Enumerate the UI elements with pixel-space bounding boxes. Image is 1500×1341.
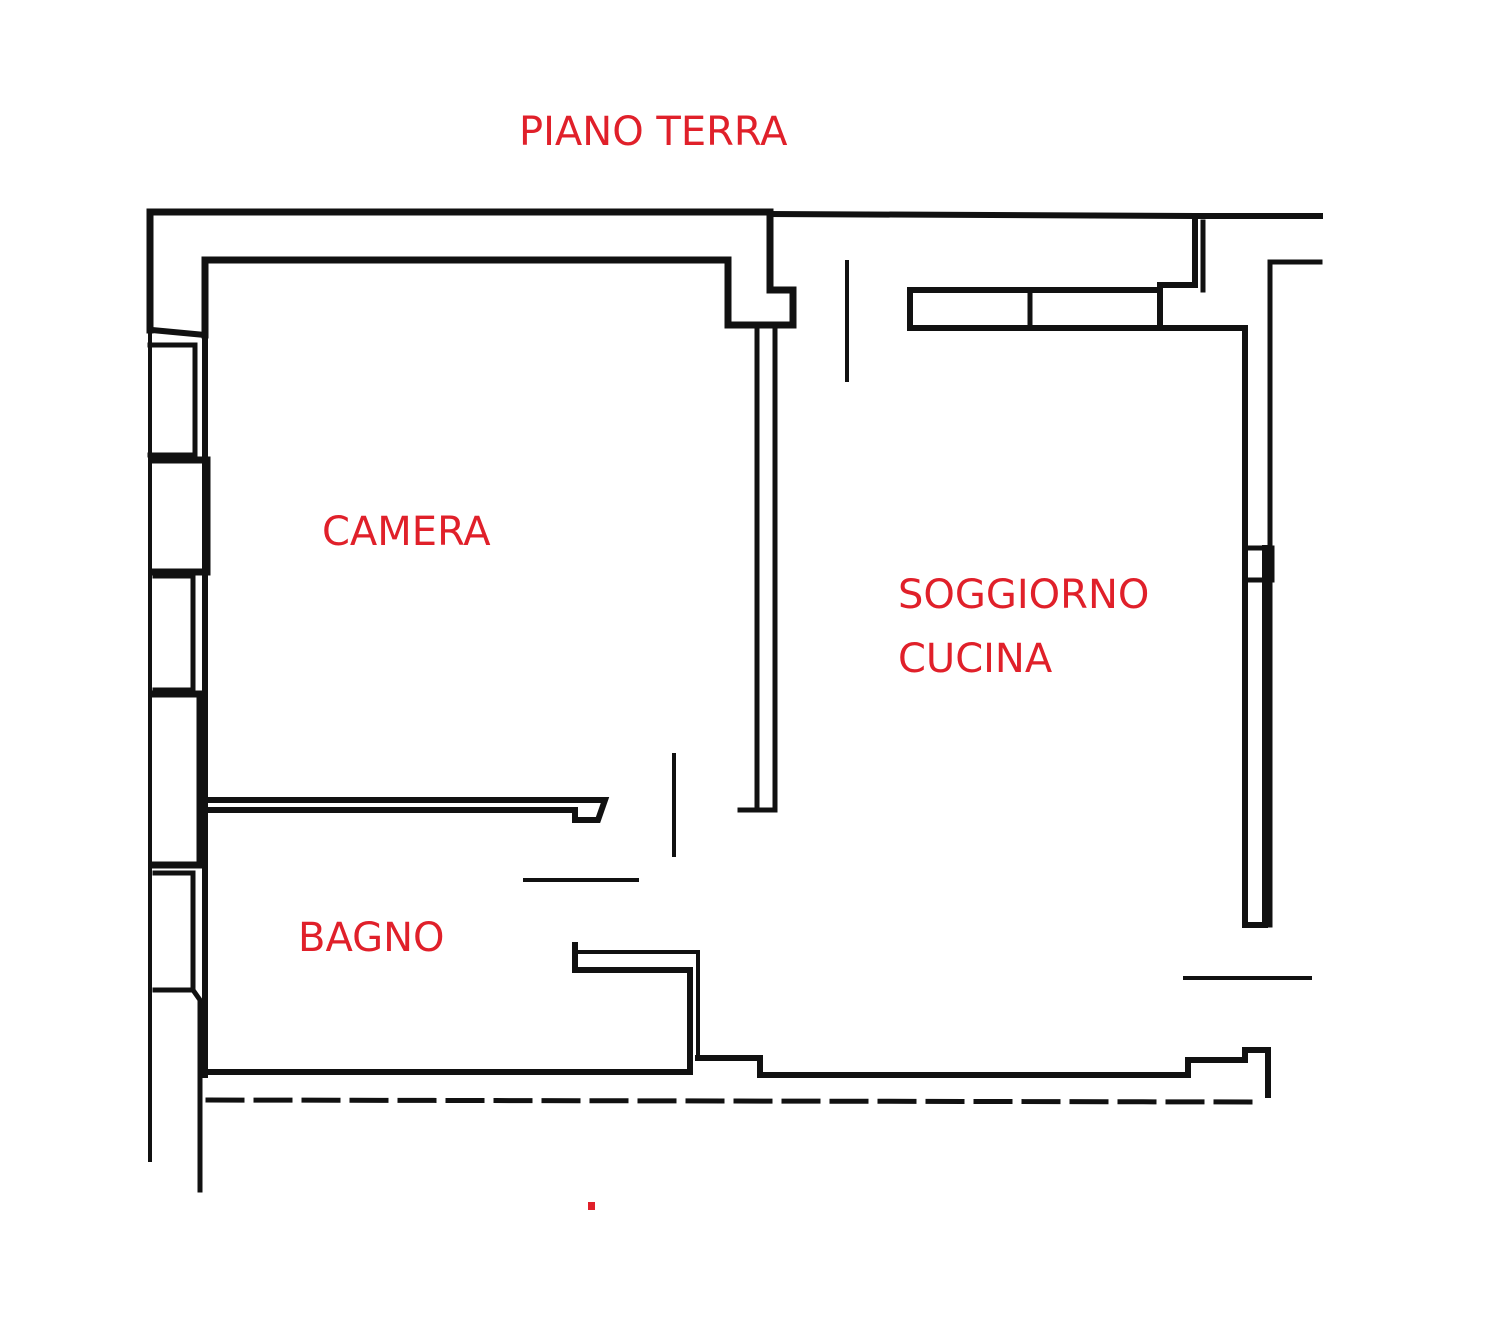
dashed-outline — [205, 1097, 1253, 1105]
camera-right-wall — [737, 322, 778, 813]
window-recess-1 — [147, 342, 198, 458]
partition-camera-bagno — [197, 797, 610, 823]
outer-wall-left-bottom — [189, 986, 203, 1193]
bagno-right-wall-outer — [576, 950, 700, 1060]
right-wall-outer — [1200, 219, 1323, 928]
window-recess-3 — [152, 573, 196, 693]
room-label-cucina: CUCINA — [898, 636, 1053, 682]
right-wall-upper — [1157, 213, 1268, 928]
bottom-wall — [202, 1047, 1271, 1098]
bagno-right-wall — [572, 942, 693, 1075]
room-label-bagno: BAGNO — [298, 915, 445, 961]
plan-title: PIANO TERRA — [519, 109, 788, 155]
room-label-soggiorno: SOGGIORNO — [898, 572, 1150, 618]
window-recess-4 — [151, 690, 204, 869]
kitchen-window-frame — [907, 287, 1163, 331]
outer-wall-left — [148, 326, 208, 1078]
right-wall-window — [1242, 545, 1275, 583]
outer-wall-top-left — [146, 208, 797, 334]
window-recess-5 — [152, 870, 196, 993]
inner-wall-camera-top — [201, 256, 774, 339]
red-marker-dot — [588, 1202, 595, 1210]
outer-wall-top-right — [766, 210, 1323, 219]
room-label-camera: CAMERA — [322, 509, 491, 555]
walls — [146, 208, 1323, 1193]
window-recess-2 — [151, 456, 211, 576]
